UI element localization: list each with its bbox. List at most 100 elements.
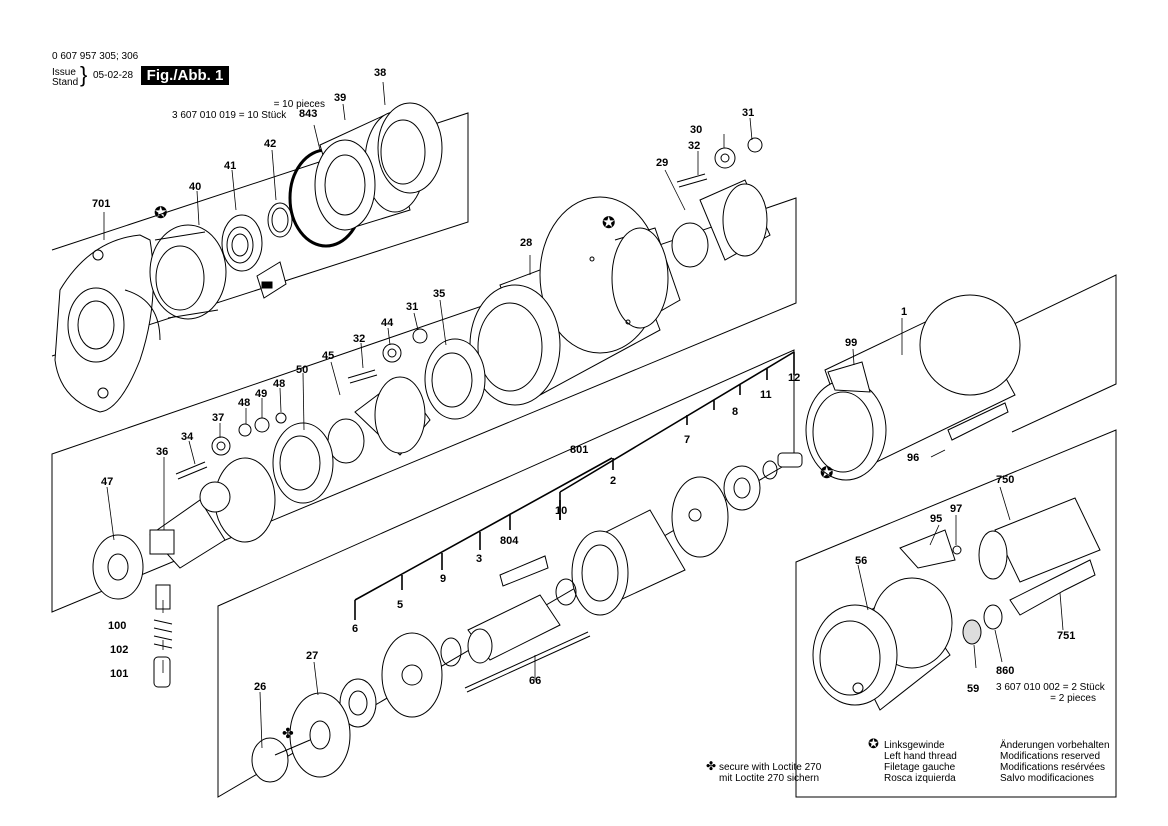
part-label-843: 843 bbox=[299, 108, 318, 120]
part-label-9: 9 bbox=[440, 573, 447, 585]
panel-outline-lower-right bbox=[795, 429, 1117, 798]
part-label-6: 6 bbox=[352, 623, 359, 635]
part-label-701: 701 bbox=[92, 198, 111, 210]
pack-note2-line2: = 2 pieces bbox=[1050, 693, 1096, 704]
assembly-brackets bbox=[354, 351, 795, 620]
part-label-96: 96 bbox=[907, 452, 920, 464]
part-label-48b: 48 bbox=[273, 378, 286, 390]
part-48b-ring bbox=[275, 412, 287, 424]
part-label-34: 34 bbox=[181, 431, 194, 443]
modifications-line2: Modifications reserved bbox=[1000, 751, 1101, 762]
part-3-rotor bbox=[467, 594, 561, 664]
part-41-bearing bbox=[221, 214, 263, 272]
loctite-icon: ✤ bbox=[706, 759, 717, 773]
part-31b-gear bbox=[747, 137, 763, 153]
part-label-56: 56 bbox=[855, 555, 868, 567]
part-101-sleeve bbox=[153, 656, 171, 688]
part-40-threaded-ring bbox=[149, 224, 227, 320]
part-label-2: 2 bbox=[610, 475, 617, 487]
stand-label: Stand bbox=[52, 77, 79, 88]
part-9-ring bbox=[440, 637, 462, 667]
part-11-washer bbox=[762, 460, 778, 480]
part-label-860: 860 bbox=[996, 665, 1015, 677]
left-hand-thread-icon: ✪ bbox=[820, 465, 834, 482]
pack-note-line2: 3 607 010 019 = 10 Stück bbox=[172, 110, 287, 121]
part-label-5: 5 bbox=[397, 599, 404, 611]
part-31-gear bbox=[412, 328, 428, 344]
part-27-washer bbox=[289, 692, 351, 778]
part-label-40: 40 bbox=[189, 181, 202, 193]
part-label-8: 8 bbox=[732, 406, 739, 418]
part-102-spring bbox=[153, 619, 173, 649]
part-label-95: 95 bbox=[930, 513, 943, 525]
part-label-48: 48 bbox=[238, 397, 251, 409]
leader-lines bbox=[103, 81, 1064, 749]
part-label-38: 38 bbox=[374, 67, 387, 79]
part-label-36: 36 bbox=[156, 446, 169, 458]
part-42-circlip bbox=[267, 202, 293, 238]
part-59-filter bbox=[962, 619, 982, 645]
part-label-66: 66 bbox=[529, 675, 542, 687]
part-label-97: 97 bbox=[950, 503, 963, 515]
left-hand-thread-icon: ✪ bbox=[154, 205, 168, 222]
part-label-102: 102 bbox=[110, 644, 129, 656]
pack-note2-line1: 3 607 010 002 = 2 Stück bbox=[996, 682, 1105, 693]
part-label-101: 101 bbox=[110, 668, 129, 680]
part-label-47: 47 bbox=[101, 476, 114, 488]
doc-number: 0 607 957 305; 306 bbox=[52, 51, 139, 62]
part-28-cylinder bbox=[469, 196, 681, 406]
part-label-32b: 32 bbox=[353, 333, 366, 345]
modifications-line3: Modifications resérvées bbox=[1000, 762, 1106, 773]
part-label-100: 100 bbox=[108, 620, 127, 632]
part-label-11: 11 bbox=[760, 389, 772, 401]
part-label-50: 50 bbox=[296, 364, 309, 376]
part-label-1: 1 bbox=[901, 306, 908, 318]
lh-thread-line2: Left hand thread bbox=[884, 751, 957, 762]
part-label-27: 27 bbox=[306, 650, 319, 662]
part-label-28: 28 bbox=[520, 237, 533, 249]
part-751-hose-fitting bbox=[1009, 559, 1096, 616]
part-label-59: 59 bbox=[967, 683, 980, 695]
part-66-pin bbox=[464, 631, 591, 693]
part-label-804: 804 bbox=[500, 535, 519, 547]
part-32-pin bbox=[347, 369, 378, 384]
part-label-29: 29 bbox=[656, 157, 669, 169]
figure-label: Fig./Abb. 1 bbox=[141, 66, 229, 85]
lh-thread-line4: Rosca izquierda bbox=[884, 773, 956, 784]
part-label-35: 35 bbox=[433, 288, 446, 300]
part-750-muffler bbox=[978, 497, 1101, 583]
panel-outline-top-left bbox=[51, 112, 469, 357]
part-label-41: 41 bbox=[224, 160, 237, 172]
part-label-750: 750 bbox=[996, 474, 1015, 486]
part-10-ring bbox=[555, 578, 577, 606]
panel-outline-right bbox=[1011, 274, 1117, 433]
brace: } bbox=[80, 62, 88, 87]
part-38-cap-ring bbox=[377, 102, 443, 194]
lh-thread-line3: Filetage gauche bbox=[884, 762, 956, 773]
loctite-note-line1: secure with Loctite 270 bbox=[719, 762, 822, 773]
part-label-31: 31 bbox=[742, 107, 755, 119]
part-32b-pin bbox=[676, 173, 708, 188]
issue-label: Issue bbox=[52, 67, 76, 78]
part-95-plate bbox=[899, 529, 956, 569]
part-804-blades bbox=[499, 555, 549, 587]
part-701-flange bbox=[54, 234, 161, 413]
loctite-note-line2: mit Loctite 270 sichern bbox=[719, 773, 820, 784]
left-hand-thread-icon: ✪ bbox=[868, 736, 879, 751]
part-label-7: 7 bbox=[684, 434, 691, 446]
part-26-gear bbox=[251, 737, 311, 783]
pack-note-line1: = 10 pieces bbox=[273, 99, 325, 110]
part-label-30: 30 bbox=[690, 124, 703, 136]
part-label-26: 26 bbox=[254, 681, 267, 693]
part-34-pin bbox=[175, 461, 208, 480]
part-99-label bbox=[827, 361, 871, 393]
part-label-99: 99 bbox=[845, 337, 858, 349]
part-label-32: 32 bbox=[688, 140, 701, 152]
part-50-bearing bbox=[272, 422, 334, 504]
part-36-spindle bbox=[149, 457, 276, 569]
part-label-3: 3 bbox=[476, 553, 483, 565]
part-label-10: 10 bbox=[555, 505, 568, 517]
part-45-planet-carrier bbox=[327, 376, 431, 464]
part-label-801: 801 bbox=[570, 444, 589, 456]
